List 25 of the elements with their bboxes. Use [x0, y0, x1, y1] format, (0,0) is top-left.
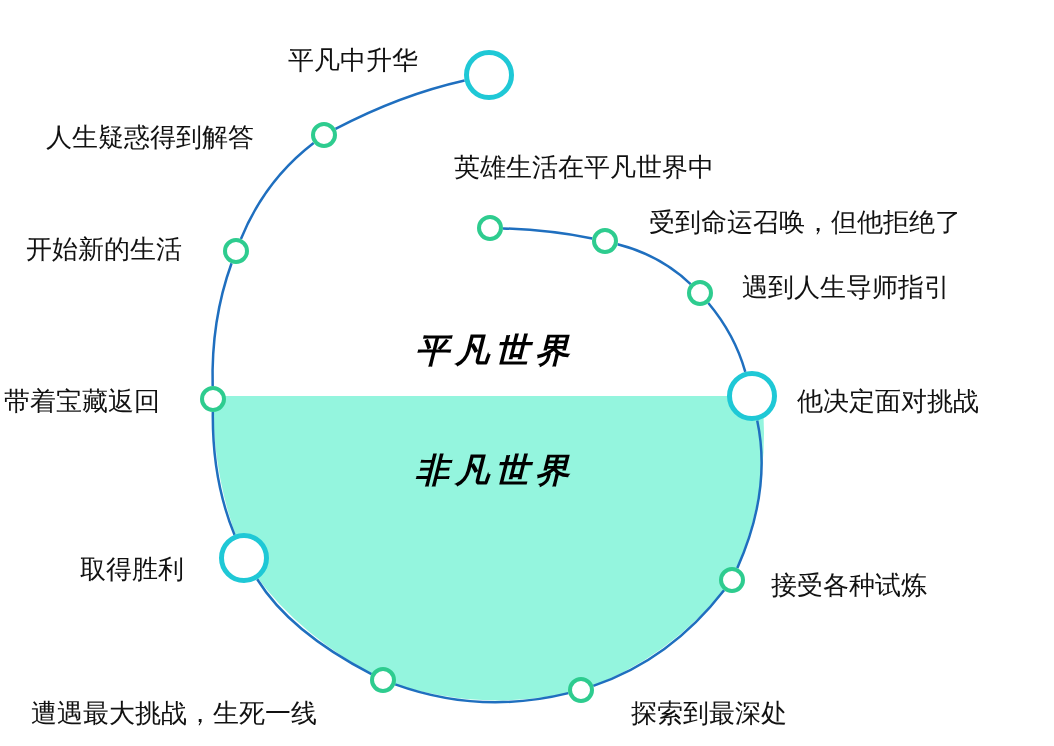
- curve-line: [239, 141, 315, 240]
- curve-line: [617, 243, 692, 285]
- stage-label: 遭遇最大挑战，生死一线: [31, 697, 317, 729]
- stage-label: 取得胜利: [80, 553, 184, 585]
- region-title: 平凡世界: [415, 330, 575, 370]
- stage-label: 人生疑惑得到解答: [46, 121, 254, 153]
- curve-line: [707, 302, 747, 373]
- stage-label: 他决定面对挑战: [797, 385, 979, 417]
- stage-label: 带着宝藏返回: [4, 385, 160, 417]
- stage-label: 遇到人生导师指引: [742, 271, 950, 303]
- curve-line: [592, 589, 725, 688]
- curve-line: [211, 412, 236, 536]
- stage-label: 受到命运召唤，但他拒绝了: [649, 206, 961, 238]
- stage-label: 开始新的生活: [26, 233, 182, 265]
- stage-label: 接受各种试炼: [771, 569, 927, 601]
- curve-line: [334, 79, 465, 131]
- stage-label: 英雄生活在平凡世界中: [454, 151, 714, 183]
- curve-line: [736, 420, 763, 569]
- region-title: 非凡世界: [415, 450, 575, 490]
- stage-label: 平凡中升华: [288, 44, 418, 76]
- curve-line: [502, 227, 593, 240]
- curve-line: [394, 683, 569, 704]
- curve-line: [256, 578, 373, 676]
- curve-line: [211, 262, 233, 386]
- stage-label: 探索到最深处: [631, 697, 787, 729]
